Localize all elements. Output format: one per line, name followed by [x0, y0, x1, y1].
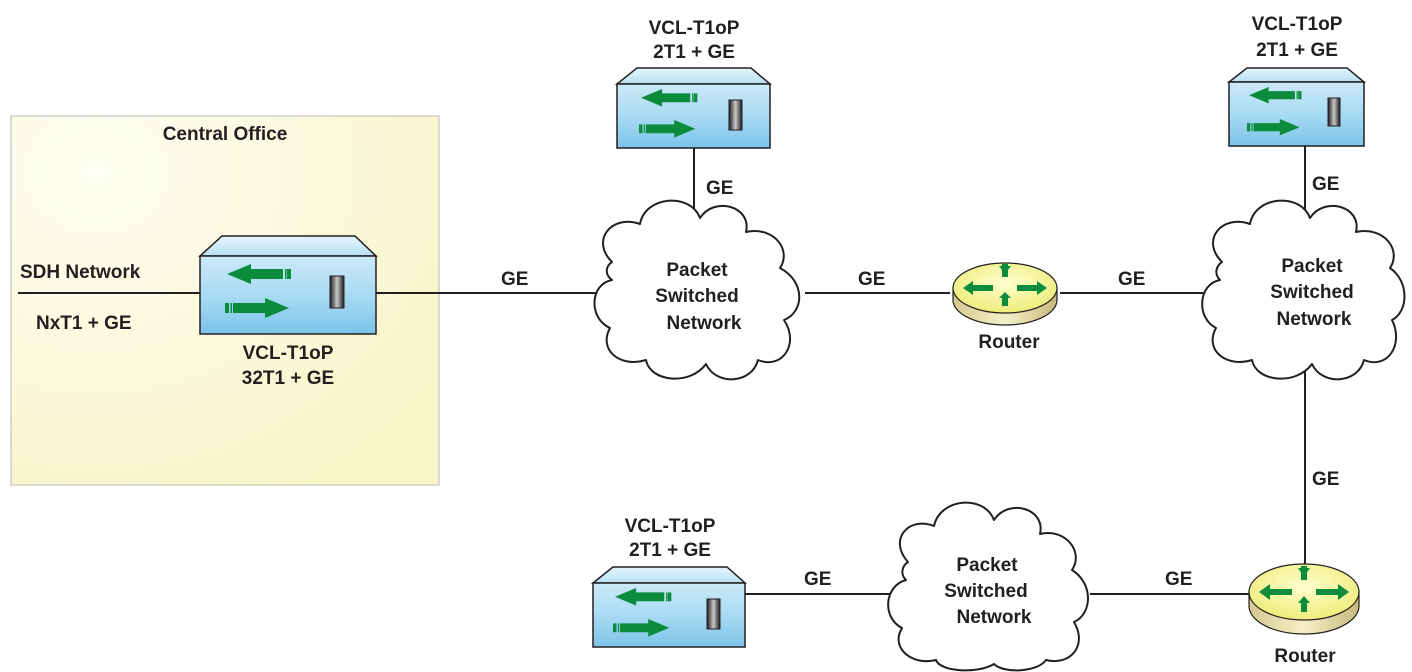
arrow-left-icon [641, 89, 698, 107]
link-label-cloud-router: GE [858, 269, 885, 290]
cloud-center-line3: Network [667, 313, 742, 334]
router-middle-label: Router [978, 332, 1040, 353]
device-front-face [1228, 81, 1365, 147]
device-bottom-model: VCL-T1oP [625, 516, 716, 537]
arrow-right-icon [1247, 119, 1300, 136]
cloud-center-line2: Switched [655, 286, 738, 307]
cloud-right-line3: Network [1277, 309, 1352, 330]
cloud-right: Packet Switched Network [1201, 199, 1406, 381]
device-top-face [198, 235, 378, 257]
device-top-right-capacity: 2T1 + GE [1256, 40, 1338, 61]
cloud-bottom-line3: Network [957, 607, 1032, 628]
device-top-center-model: VCL-T1oP [649, 18, 740, 39]
arrow-right-icon [639, 120, 696, 138]
device-top-right [1226, 67, 1367, 147]
cloud-bottom: Packet Switched Network [887, 501, 1089, 672]
device-top-face [614, 67, 773, 85]
router-arrows-icon [963, 264, 1047, 306]
arrow-left-icon [615, 588, 672, 606]
device-top-face [1226, 67, 1367, 83]
nxt1-label: NxT1 + GE [36, 313, 132, 334]
router-top [1248, 563, 1360, 621]
cloud-right-line1: Packet [1281, 256, 1343, 277]
device-top-center [614, 67, 773, 149]
link-label-cloudright-router: GE [1312, 469, 1339, 490]
cloud-bottom-line1: Packet [956, 555, 1018, 576]
router-bottom-right [1248, 563, 1360, 635]
router-top [952, 262, 1058, 314]
router-arrows-icon [1259, 566, 1349, 612]
cloud-center: Packet Switched Network [593, 199, 801, 381]
device-main-capacity: 32T1 + GE [242, 368, 334, 389]
status-led-icon [329, 275, 345, 309]
device-top-center-capacity: 2T1 + GE [653, 42, 735, 63]
device-bottom-capacity: 2T1 + GE [629, 540, 711, 561]
link-label-router-cloud-bottom: GE [1165, 569, 1192, 590]
central-office-title: Central Office [163, 124, 288, 145]
status-led-icon [706, 598, 721, 630]
status-led-icon [1327, 97, 1341, 127]
link-label-router-cloud-right: GE [1118, 269, 1145, 290]
device-front-face [199, 255, 377, 335]
device-bottom [590, 566, 747, 648]
status-led-icon [728, 99, 743, 131]
device-top-right-model: VCL-T1oP [1252, 14, 1343, 35]
device-front-face [616, 83, 771, 149]
cloud-right-line2: Switched [1270, 282, 1353, 303]
device-top-face [590, 566, 747, 584]
cloud-center-line1: Packet [666, 260, 728, 281]
cloud-bottom-line2: Switched [944, 581, 1027, 602]
arrow-right-icon [225, 298, 289, 318]
router-bottom-right-label: Router [1274, 646, 1336, 667]
sdh-network-label: SDH Network [20, 262, 141, 283]
link-label-cloud-top: GE [706, 178, 733, 199]
link-label-cloudright-top: GE [1312, 174, 1339, 195]
device-main-model: VCL-T1oP [243, 343, 334, 364]
cloud-icon [593, 199, 801, 381]
device-main [198, 235, 378, 335]
router-middle [952, 262, 1058, 326]
cloud-icon [887, 501, 1089, 672]
link-label-main-cloud: GE [501, 269, 528, 290]
arrow-right-icon [613, 619, 670, 637]
link-label-cloud-bottom-device: GE [804, 569, 831, 590]
cloud-icon [1201, 199, 1406, 381]
arrow-left-icon [227, 264, 291, 284]
